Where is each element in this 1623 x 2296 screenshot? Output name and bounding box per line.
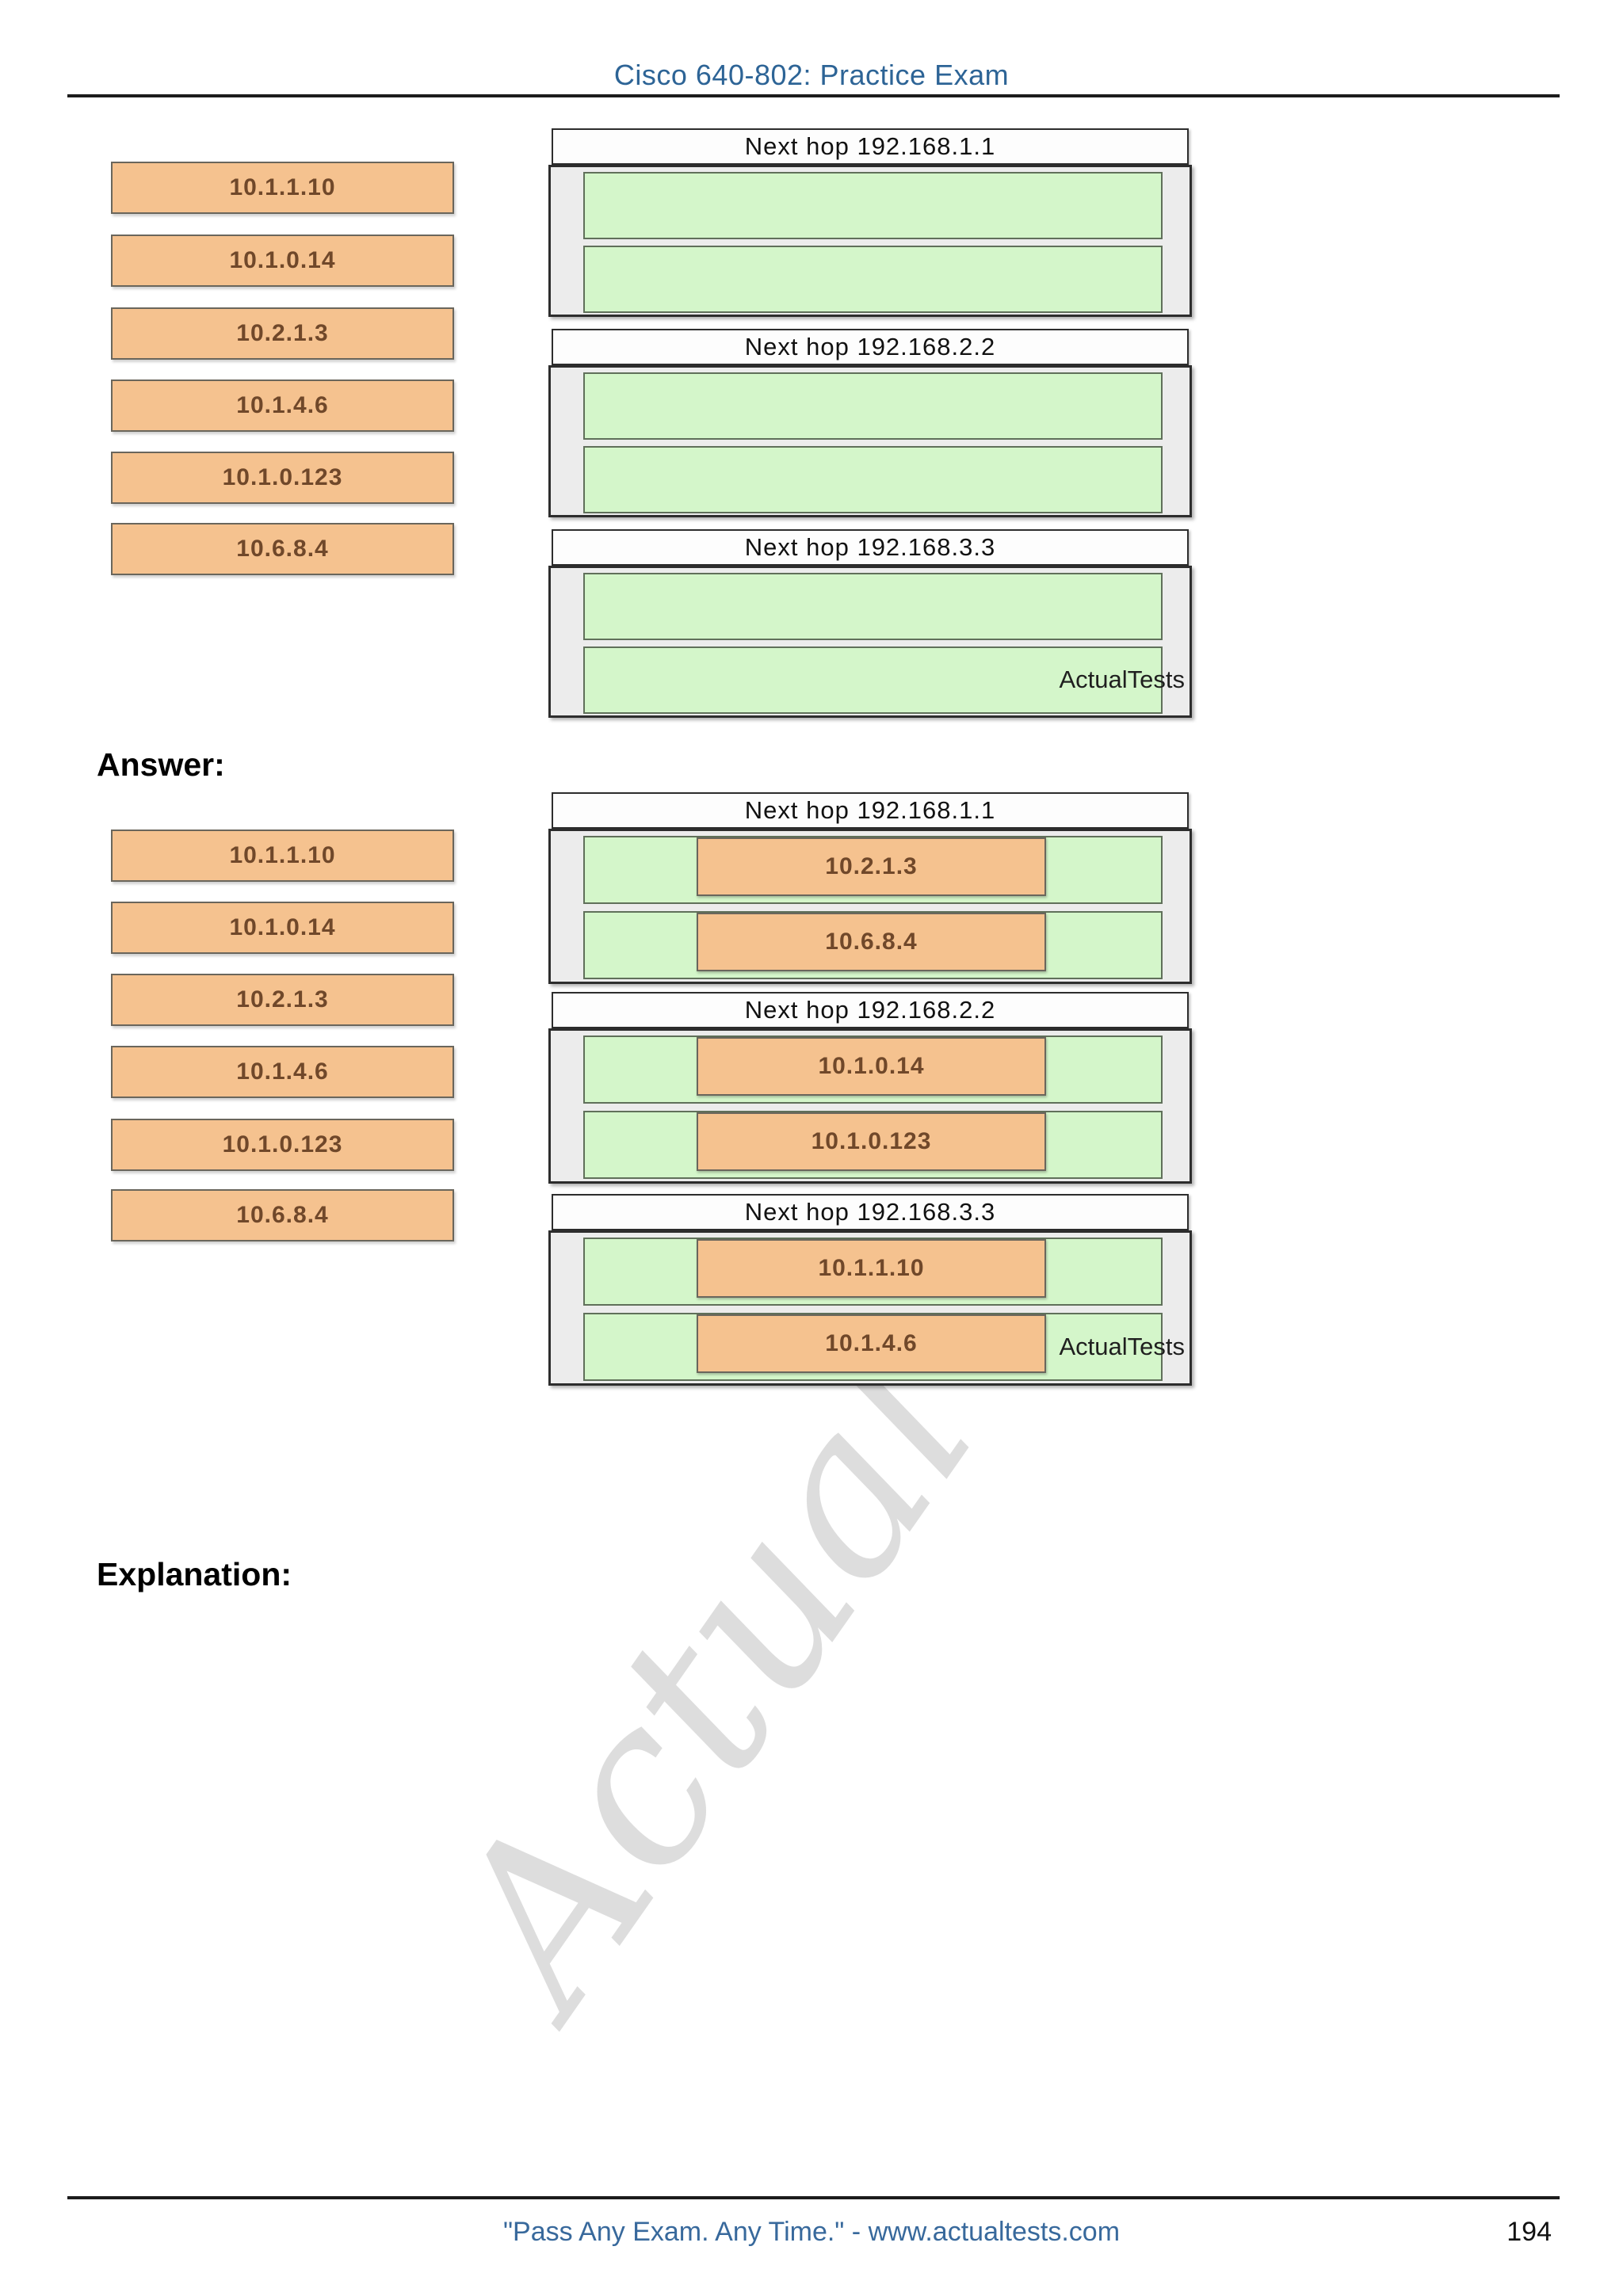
next-hop-group: 10.1.1.10 10.1.4.6 [548, 1230, 1192, 1386]
page-number: 194 [1507, 2217, 1552, 2247]
answer-ip-chip[interactable]: 10.1.0.14 [697, 1037, 1046, 1096]
next-hop-group: 10.1.0.14 10.1.0.123 [548, 1028, 1192, 1184]
ip-chip[interactable]: 10.1.0.14 [111, 902, 454, 954]
drop-slot[interactable]: 10.6.8.4 [583, 911, 1163, 979]
ip-chip[interactable]: 10.1.1.10 [111, 830, 454, 882]
ip-chip[interactable]: 10.1.1.10 [111, 162, 454, 214]
next-hop-group [548, 566, 1192, 718]
drop-slot[interactable]: 10.1.4.6 [583, 1313, 1163, 1381]
answer-label: Answer: [97, 746, 225, 783]
answer-ip-chip[interactable]: 10.1.4.6 [697, 1314, 1046, 1373]
header-divider [67, 94, 1560, 97]
next-hop-header: Next hop 192.168.3.3 [552, 1194, 1189, 1230]
actualtests-watermark: ActualTests [1059, 666, 1185, 693]
drop-slot[interactable]: 10.2.1.3 [583, 836, 1163, 904]
answer-ip-chip[interactable]: 10.6.8.4 [697, 913, 1046, 971]
ip-chip[interactable]: 10.1.4.6 [111, 1046, 454, 1098]
drop-slot[interactable] [583, 446, 1163, 513]
next-hop-header: Next hop 192.168.1.1 [552, 792, 1189, 829]
next-hop-group [548, 365, 1192, 517]
drop-slot[interactable] [583, 573, 1163, 640]
footer-divider [67, 2196, 1560, 2199]
ip-chip[interactable]: 10.1.0.14 [111, 235, 454, 287]
actualtests-watermark: ActualTests [1059, 1333, 1185, 1360]
next-hop-header: Next hop 192.168.2.2 [552, 992, 1189, 1028]
answer-ip-chip[interactable]: 10.2.1.3 [697, 837, 1046, 896]
explanation-label: Explanation: [97, 1556, 292, 1592]
answer-ip-chip[interactable]: 10.1.0.123 [697, 1112, 1046, 1171]
ip-chip[interactable]: 10.2.1.3 [111, 307, 454, 360]
next-hop-group [548, 165, 1192, 317]
next-hop-group: 10.2.1.3 10.6.8.4 [548, 829, 1192, 984]
ip-chip[interactable]: 10.1.0.123 [111, 1119, 454, 1171]
footer-text: "Pass Any Exam. Any Time." - www.actualt… [502, 2217, 1121, 2247]
drop-slot[interactable]: 10.1.1.10 [583, 1238, 1163, 1306]
drop-slot[interactable] [583, 372, 1163, 440]
next-hop-header: Next hop 192.168.3.3 [552, 529, 1189, 566]
drop-slot[interactable]: 10.1.0.14 [583, 1035, 1163, 1104]
drop-slot[interactable] [583, 646, 1163, 714]
answer-ip-chip[interactable]: 10.1.1.10 [697, 1239, 1046, 1298]
ip-chip[interactable]: 10.1.0.123 [111, 452, 454, 504]
page-title: Cisco 640-802: Practice Exam [613, 59, 1010, 91]
next-hop-header: Next hop 192.168.1.1 [552, 128, 1189, 165]
next-hop-header: Next hop 192.168.2.2 [552, 329, 1189, 365]
drop-slot[interactable] [583, 172, 1163, 239]
ip-chip[interactable]: 10.6.8.4 [111, 1189, 454, 1241]
ip-chip[interactable]: 10.6.8.4 [111, 523, 454, 575]
drop-slot[interactable] [583, 246, 1163, 313]
ip-chip[interactable]: 10.1.4.6 [111, 379, 454, 432]
drop-slot[interactable]: 10.1.0.123 [583, 1111, 1163, 1179]
ip-chip[interactable]: 10.2.1.3 [111, 974, 454, 1026]
